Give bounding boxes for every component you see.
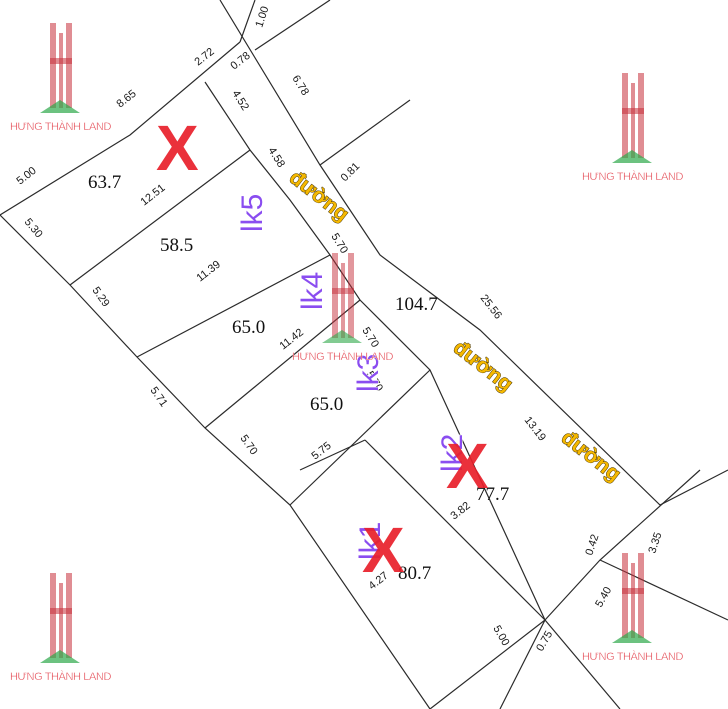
lot4-area: 65.0 <box>232 317 265 338</box>
lot1-area: 80.7 <box>398 563 431 584</box>
big-parcel-area: 104.7 <box>395 294 438 315</box>
watermark: HƯNG THÀNH LAND <box>582 548 684 663</box>
watermark: HƯNG THÀNH LAND <box>582 68 684 183</box>
lot6-area: 63.7 <box>88 172 121 193</box>
lk3-label: lk3 <box>352 354 385 392</box>
watermark: HƯNG THÀNH LAND <box>292 248 394 363</box>
sold-cross-icon: X <box>156 112 199 184</box>
ht-logo-icon <box>40 23 80 113</box>
lk1-label: lk1 <box>354 522 387 560</box>
watermark: HƯNG THÀNH LAND <box>10 568 112 683</box>
ht-logo-icon <box>612 73 652 163</box>
ht-logo-icon <box>40 573 80 663</box>
sold-cross-icon: X <box>362 514 405 586</box>
sold-cross-icon: X <box>446 430 489 502</box>
lot5-area: 58.5 <box>160 235 193 256</box>
lot2-area: 77.7 <box>476 484 509 505</box>
lot3-area: 65.0 <box>310 394 343 415</box>
ht-logo-icon <box>322 253 362 343</box>
watermark: HƯNG THÀNH LAND <box>10 18 112 133</box>
lk5-label: lk5 <box>236 194 269 232</box>
lk2-label: lk2 <box>436 434 469 472</box>
ht-logo-icon <box>612 553 652 643</box>
lk4-label: lk4 <box>296 272 329 310</box>
